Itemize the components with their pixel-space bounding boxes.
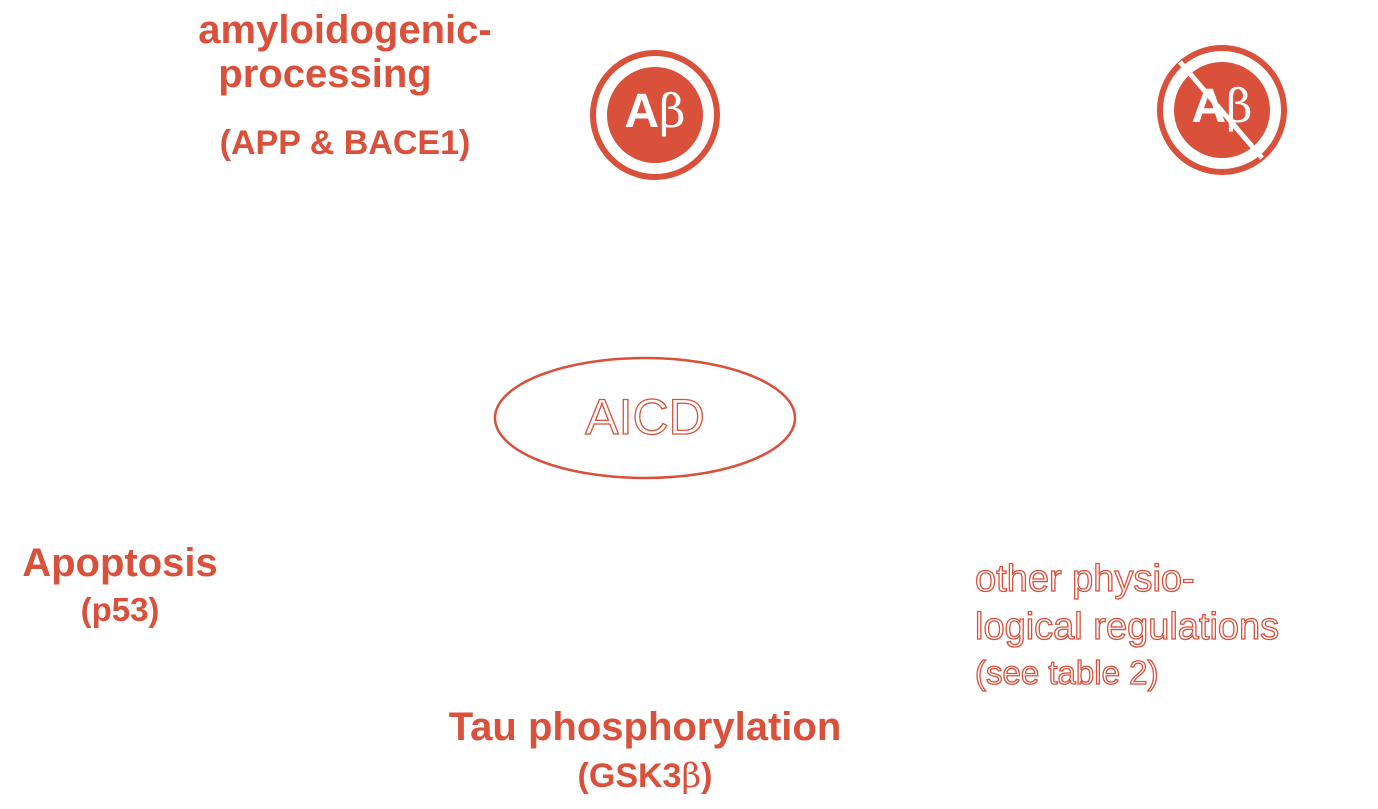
tau-sub-prefix: (GSK3 — [577, 757, 682, 795]
tau-title: Tau phosphorylation — [448, 705, 842, 749]
abeta-crossed-badge-text: Aβ — [1174, 83, 1270, 131]
aicd-ellipse — [493, 356, 797, 480]
amyloid-line1: amyloidogenic- — [198, 8, 492, 52]
amyloid-line2: processing — [218, 52, 432, 96]
apoptosis-title: Apoptosis — [22, 541, 218, 585]
abeta-crossed-b: β — [1226, 79, 1253, 133]
tau-sub-beta: β — [681, 756, 702, 796]
apoptosis-label: Apoptosis (p53) — [10, 543, 230, 626]
other-line1: other physio- — [974, 558, 1195, 600]
other-line2: logical regulations — [974, 606, 1280, 648]
amyloid-label: amyloidogenic- processing (APP & BACE1) — [170, 10, 520, 160]
abeta-b: β — [659, 84, 686, 138]
tau-sub-suffix: ) — [701, 757, 713, 795]
amyloid-line3: (APP & BACE1) — [219, 124, 471, 162]
other-line3: (see table 2) — [974, 654, 1159, 691]
tau-label: Tau phosphorylation (GSK3β) — [420, 707, 870, 793]
abeta-crossed-a: A — [1191, 80, 1227, 133]
abeta-badge-text: Aβ — [607, 88, 703, 136]
abeta-crossed-badge-icon — [1157, 45, 1287, 175]
apoptosis-sub: (p53) — [80, 591, 160, 628]
tau-sub: (GSK3β) — [420, 759, 870, 793]
other-label: other physio- logical regulations (see t… — [974, 558, 1280, 691]
abeta-a: A — [624, 85, 660, 138]
abeta-badge-icon — [590, 50, 720, 180]
aicd-label: AICD — [585, 389, 706, 445]
